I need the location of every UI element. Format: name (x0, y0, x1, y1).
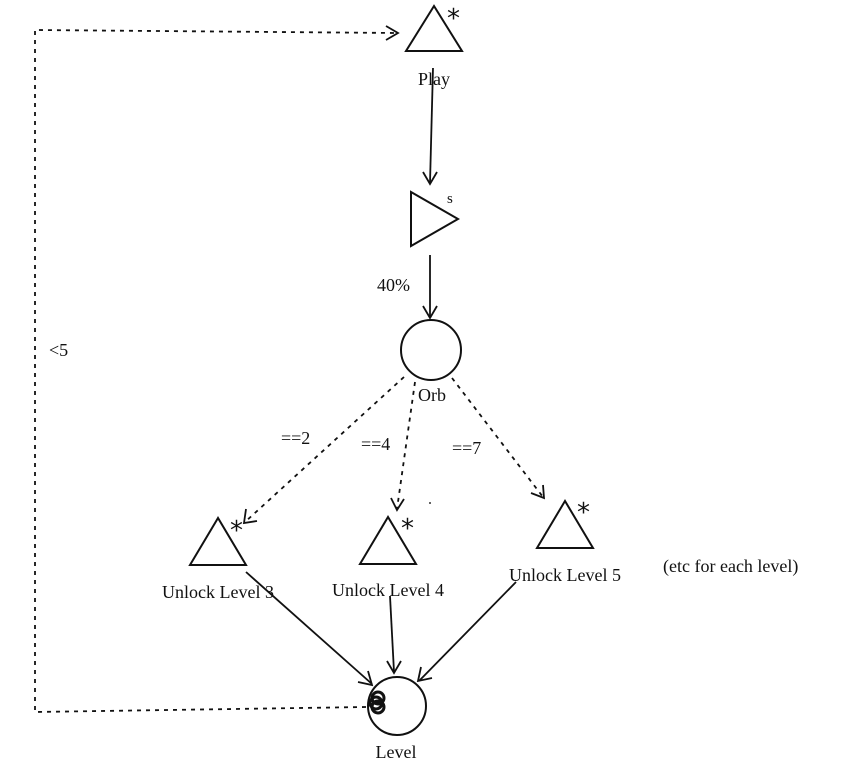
pool-circle-icon (400, 319, 462, 381)
unlock-level-4-node[interactable]: * Unlock Level 4 (332, 514, 444, 600)
note-text: (etc for each level) (663, 556, 798, 577)
edge-level-to-play[interactable] (34, 25, 400, 713)
level-label: Level (376, 742, 417, 762)
edge-label-orb-to-unlock3: ==2 (281, 428, 310, 448)
source-triangle-icon (535, 499, 595, 549)
converter-node[interactable]: s (410, 190, 461, 248)
source-triangle-icon (188, 516, 248, 566)
unlock-level-5-marker: * (577, 498, 590, 528)
play-node[interactable]: * Play (404, 4, 464, 89)
level-node[interactable]: Level (367, 676, 427, 762)
edge-label-converter-to-orb: 40% (377, 275, 410, 295)
source-triangle-icon (404, 4, 464, 52)
edge-orb-to-unlock3[interactable] (242, 376, 405, 525)
play-label: Play (418, 69, 450, 89)
edge-unlock4-to-level[interactable] (386, 595, 402, 675)
unlock-level-4-label: Unlock Level 4 (332, 580, 444, 600)
edge-label-level-to-play: <5 (49, 340, 68, 360)
stray-dot (429, 502, 431, 504)
orb-label: Orb (418, 385, 446, 405)
edge-unlock5-to-level[interactable] (416, 581, 517, 683)
edge-label-orb-to-unlock4: ==4 (361, 434, 390, 454)
unlock-level-5-label: Unlock Level 5 (509, 565, 621, 585)
unlock-level-3-node[interactable]: * Unlock Level 3 (162, 516, 274, 602)
token-stack (368, 690, 386, 715)
edge-orb-to-unlock4[interactable] (390, 381, 416, 512)
edge-unlock3-to-level[interactable] (245, 571, 374, 687)
edge-label-orb-to-unlock5: ==7 (452, 438, 481, 458)
unlock-level-4-marker: * (401, 514, 414, 544)
orb-node[interactable]: Orb (400, 319, 462, 405)
pool-with-tokens-icon (367, 676, 427, 736)
source-triangle-icon (358, 515, 418, 565)
unlock-level-3-marker: * (230, 516, 243, 546)
edge-converter-to-orb[interactable] (422, 255, 438, 320)
play-marker: * (447, 4, 460, 34)
edge-play-to-converter[interactable] (422, 67, 438, 186)
unlock-level-3-label: Unlock Level 3 (162, 582, 274, 602)
converter-marker: s (447, 191, 453, 207)
edge-orb-to-unlock5[interactable] (451, 377, 546, 500)
unlock-level-5-node[interactable]: * Unlock Level 5 (509, 498, 621, 585)
